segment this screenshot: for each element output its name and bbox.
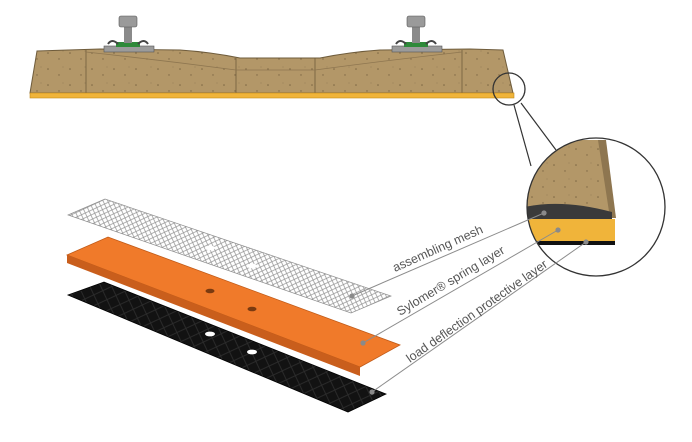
protective-layer: [66, 281, 388, 413]
dot-protective-end: [583, 239, 589, 245]
label-protective-layer: load deflection protective layer: [404, 257, 550, 365]
spring-layer: [65, 236, 401, 368]
dot-mesh-end: [541, 210, 547, 216]
protective-layer-holes: [205, 331, 257, 355]
rail-fastening-left: [103, 15, 155, 53]
leader-dots: [349, 210, 589, 395]
concrete-sleeper: [29, 48, 514, 94]
spring-layer-edge: [67, 255, 360, 376]
mesh-layer: [67, 198, 392, 314]
leader-protective: [371, 241, 587, 393]
detail-marker-circle: [492, 72, 526, 106]
spring-layer-holes: [205, 288, 257, 312]
dot-protective-start: [369, 389, 375, 395]
zoom-line-top: [520, 102, 557, 151]
mesh-layer-holes: [205, 245, 257, 269]
zoom-line-bottom: [513, 104, 532, 167]
leader-mesh: [351, 212, 545, 297]
dot-spring-end: [555, 227, 561, 233]
dot-spring-start: [360, 340, 366, 346]
rail-fastening-right: [391, 15, 443, 53]
leader-lines: [351, 212, 587, 393]
leader-spring: [362, 229, 559, 344]
under-sleeper-pad-strip: [29, 92, 515, 99]
dot-mesh-start: [349, 293, 355, 299]
